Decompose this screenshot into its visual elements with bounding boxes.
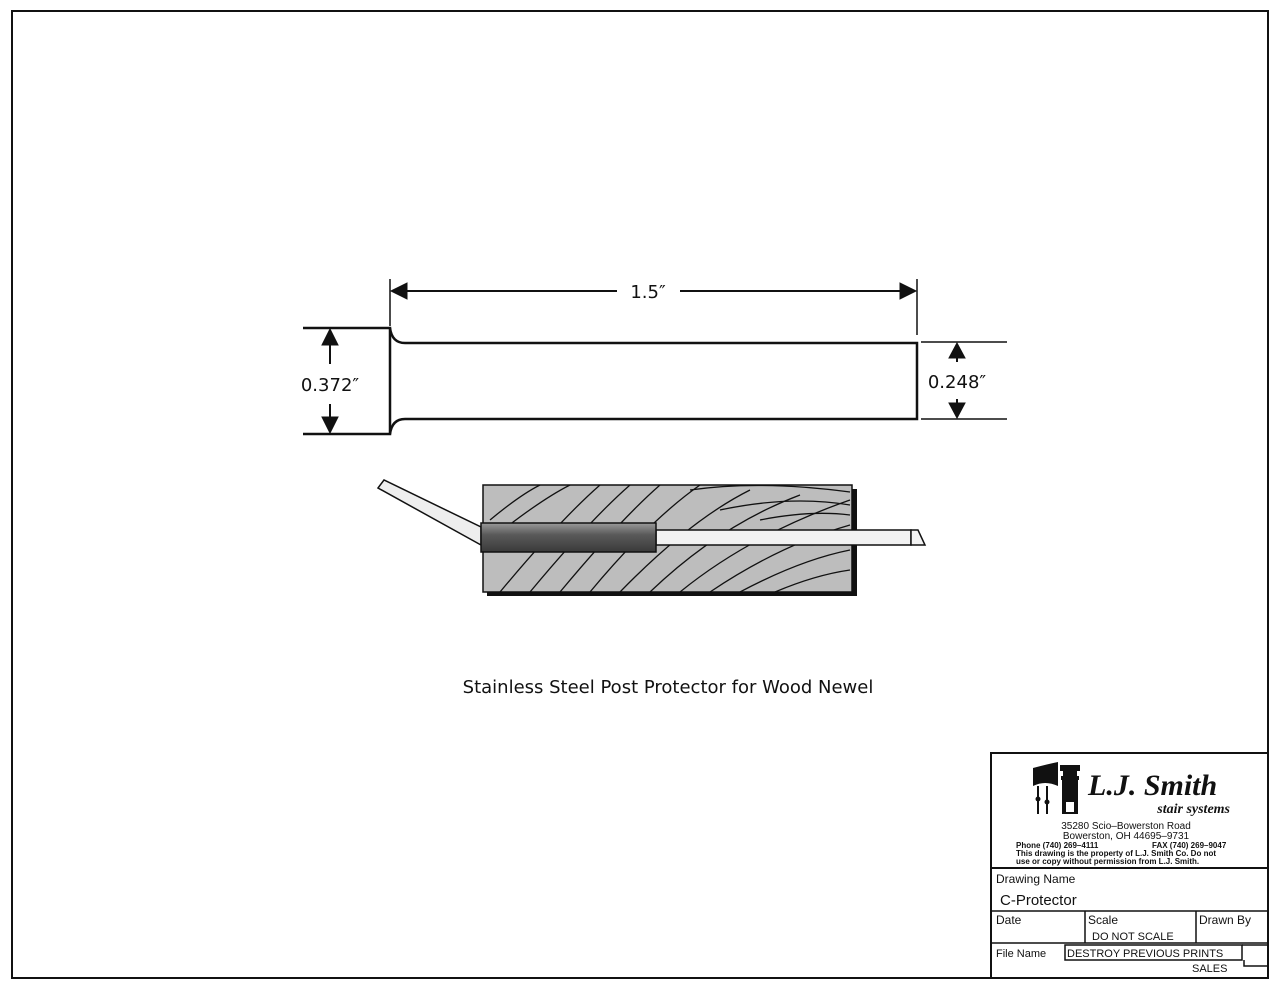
length-label: 1.5″ bbox=[630, 282, 666, 303]
file-name-note: DESTROY PREVIOUS PRINTS bbox=[1067, 948, 1223, 960]
notice-line1: This drawing is the property of L.J. Smi… bbox=[1016, 849, 1216, 858]
post-protector-tube bbox=[480, 522, 657, 553]
length-dimension bbox=[389, 282, 918, 300]
title-block bbox=[990, 752, 1269, 979]
lj-smith-logo: L.J. Smith stair systems bbox=[1033, 762, 1231, 817]
newel-rod bbox=[655, 529, 912, 546]
part-profile bbox=[303, 279, 1007, 436]
installation-illustration bbox=[376, 479, 927, 596]
angled-rod bbox=[376, 479, 482, 547]
date-label: Date bbox=[996, 913, 1022, 927]
notice-line2: use or copy without permission from L.J.… bbox=[1016, 857, 1199, 866]
shank-diameter-dimension bbox=[948, 341, 966, 420]
shank-diameter-label: 0.248″ bbox=[928, 372, 987, 393]
head-diameter-label: 0.372″ bbox=[301, 375, 360, 396]
sheet-border bbox=[11, 10, 1269, 979]
drawing-name-label: Drawing Name bbox=[996, 872, 1076, 886]
head-diameter-dimension bbox=[321, 327, 339, 435]
fax: FAX (740) 269–9047 bbox=[1152, 841, 1227, 850]
file-name-label: File Name bbox=[996, 948, 1046, 960]
drawing-caption: Stainless Steel Post Protector for Wood … bbox=[463, 677, 874, 698]
drawing-name: C-Protector bbox=[1000, 892, 1077, 909]
logo-tagline: stair systems bbox=[1156, 802, 1230, 817]
scale-label: Scale bbox=[1088, 913, 1118, 927]
drawn-by-label: Drawn By bbox=[1199, 913, 1251, 927]
logo-name: L.J. Smith bbox=[1087, 769, 1217, 802]
scale-value: DO NOT SCALE bbox=[1092, 931, 1174, 943]
department: SALES bbox=[1192, 963, 1227, 975]
phone: Phone (740) 269–4111 bbox=[1016, 841, 1099, 850]
address-line1: 35280 Scio–Bowerston Road bbox=[1061, 821, 1191, 832]
address-line2: Bowerston, OH 44695–9731 bbox=[1063, 831, 1190, 842]
